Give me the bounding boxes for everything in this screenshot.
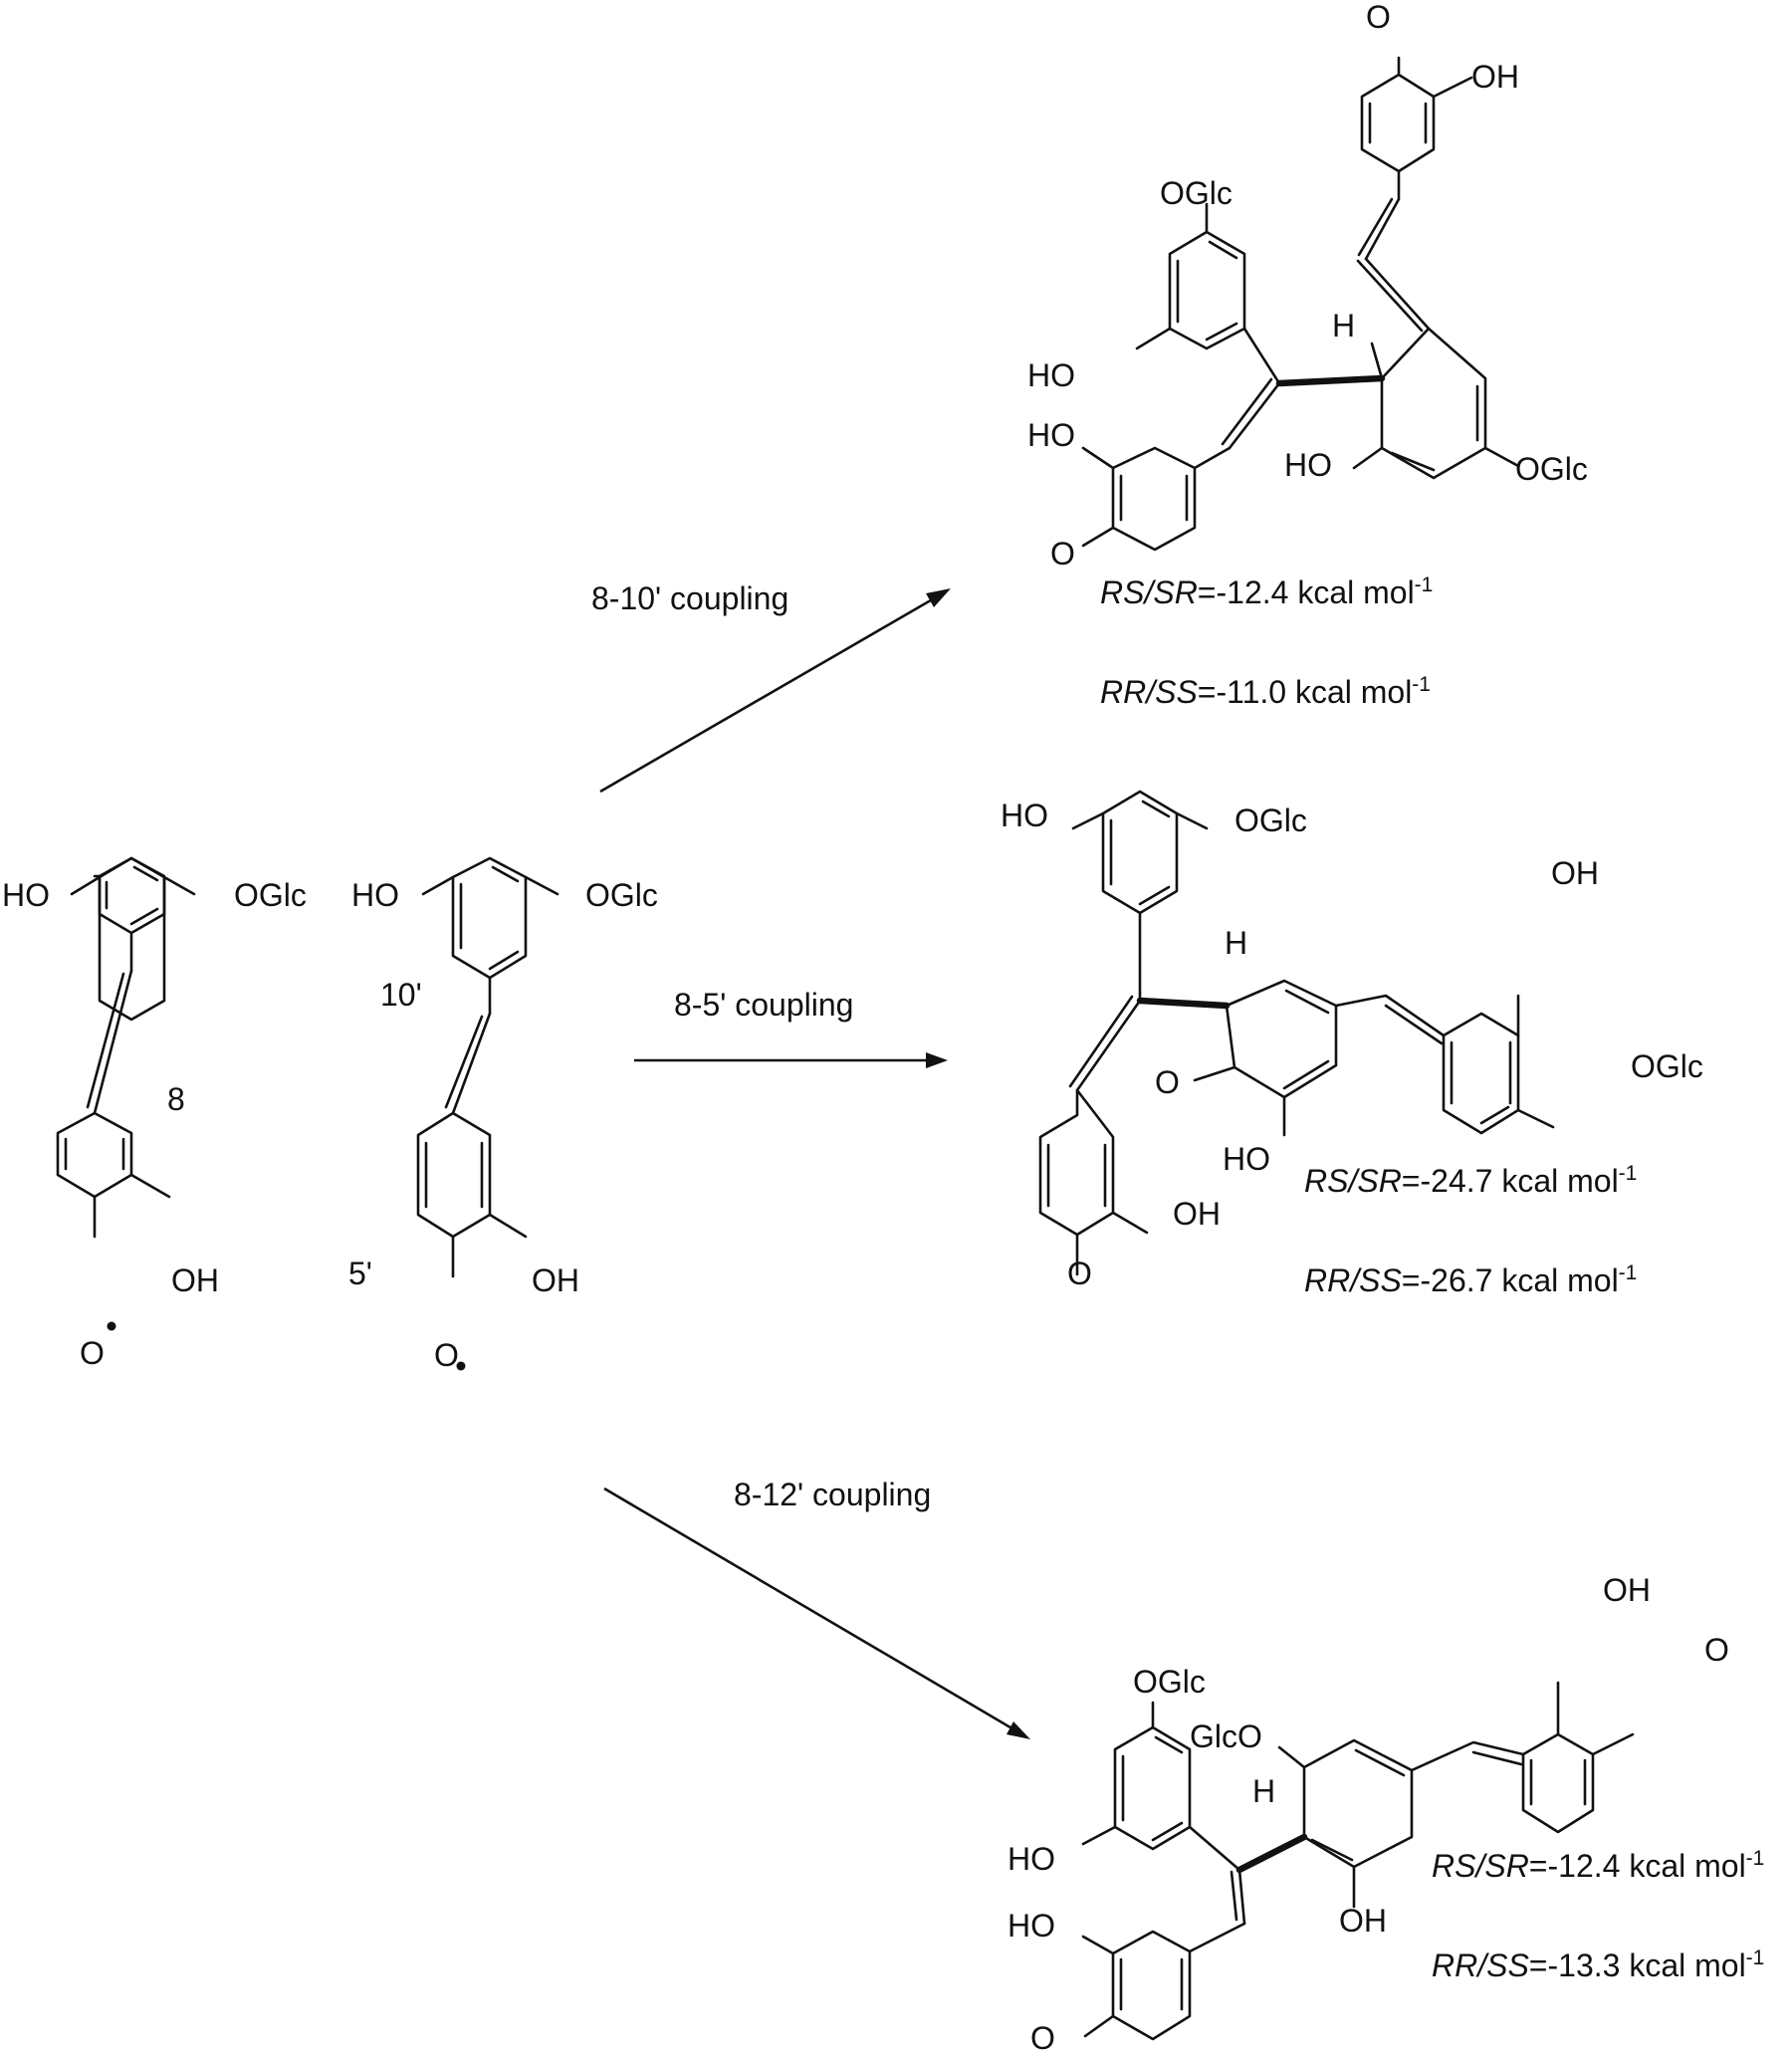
energy-rr-ss: RR/SS=-11.0 kcal mol-1 bbox=[1100, 673, 1431, 710]
reactant-radical-b: HO OGlc 10' 5' OH O bbox=[348, 856, 658, 1373]
energy-rs-sr: RS/SR=-24.7 kcal mol-1 bbox=[1304, 1162, 1637, 1199]
oxo-label: O bbox=[1067, 1256, 1092, 1291]
hydrogen-label: H bbox=[1332, 308, 1355, 343]
oh-label: OH bbox=[1339, 1903, 1387, 1939]
position-5-prime-label: 5' bbox=[348, 1256, 372, 1291]
energy-rs-sr: RS/SR=-12.4 kcal mol-1 bbox=[1432, 1847, 1764, 1884]
arrow-8-12-coupling bbox=[603, 1487, 1030, 1739]
energy-rr-ss: RR/SS=-26.7 kcal mol-1 bbox=[1304, 1261, 1637, 1298]
ho-label: HO bbox=[1027, 417, 1075, 453]
radical-oxygen-label: O bbox=[434, 1337, 459, 1373]
oxo-label: O bbox=[1050, 536, 1075, 572]
energy-rr-ss: RR/SS=-13.3 kcal mol-1 bbox=[1432, 1946, 1764, 1983]
ho-label: HO bbox=[1027, 357, 1075, 393]
oxo-label: O bbox=[1030, 2020, 1055, 2054]
oxo-label: O bbox=[1704, 1632, 1729, 1668]
oh-label: OH bbox=[532, 1262, 579, 1298]
oh-label: OH bbox=[1173, 1196, 1221, 1232]
ho-label: HO bbox=[1001, 798, 1048, 833]
energy-block-8-10: RS/SR=-12.4 kcal mol-1 RR/SS=-11.0 kcal … bbox=[1100, 573, 1433, 710]
coupling-label-8-12: 8-12' coupling bbox=[734, 1477, 931, 1512]
reactant-radical-a: HO OGlc 8 OH O bbox=[2, 856, 307, 1371]
position-8-label: 8 bbox=[167, 1081, 185, 1117]
ho-label: HO bbox=[1008, 1908, 1055, 1944]
radical-oxygen-label: O bbox=[80, 1335, 105, 1371]
oglc-label: OGlc bbox=[1160, 175, 1232, 211]
coupling-label-8-10: 8-10' coupling bbox=[591, 580, 788, 616]
oglc-label: OGlc bbox=[1234, 802, 1307, 838]
oh-label: OH bbox=[1471, 59, 1519, 95]
hydrogen-label: H bbox=[1225, 925, 1247, 961]
oh-label: OH bbox=[171, 1262, 219, 1298]
hydrogen-label: H bbox=[1252, 1773, 1275, 1809]
energy-block-8-12: RS/SR=-12.4 kcal mol-1 RR/SS=-13.3 kcal … bbox=[1432, 1847, 1764, 1983]
oh-label: OH bbox=[1551, 855, 1599, 891]
product-8-12-coupling: OGlc GlcO H OH O HO OH HO O bbox=[1008, 1572, 1729, 2056]
position-10-prime-label: 10' bbox=[380, 977, 422, 1013]
product-8-5-coupling: HO OGlc H OH O HO OGlc OH O bbox=[1001, 790, 1703, 1291]
oglc-label: OGlc bbox=[1515, 451, 1588, 487]
oxo-label: O bbox=[1155, 1064, 1180, 1100]
product-8-10-coupling: O OH OGlc H HO HO HO OGlc O bbox=[1027, 0, 1588, 572]
ho-label: HO bbox=[1284, 447, 1332, 483]
oglc-label: OGlc bbox=[585, 877, 658, 913]
ho-label: HO bbox=[1223, 1141, 1270, 1177]
arrow-8-10-coupling bbox=[599, 588, 951, 794]
glco-label: GlcO bbox=[1190, 1718, 1262, 1754]
ho-label: HO bbox=[1008, 1841, 1055, 1877]
radical-dot bbox=[456, 1361, 466, 1371]
ho-label: HO bbox=[2, 877, 50, 913]
oxo-label: O bbox=[1366, 0, 1391, 35]
oglc-label: OGlc bbox=[234, 877, 307, 913]
oglc-label: OGlc bbox=[1133, 1664, 1206, 1700]
oglc-label: OGlc bbox=[1631, 1048, 1703, 1084]
energy-block-8-5: RS/SR=-24.7 kcal mol-1 RR/SS=-26.7 kcal … bbox=[1304, 1162, 1637, 1298]
coupling-label-8-5: 8-5' coupling bbox=[674, 987, 853, 1023]
oh-label: OH bbox=[1603, 1572, 1651, 1608]
ho-label: HO bbox=[351, 877, 399, 913]
arrow-8-5-coupling bbox=[634, 1052, 948, 1068]
energy-rs-sr: RS/SR=-12.4 kcal mol-1 bbox=[1100, 573, 1433, 610]
radical-dot bbox=[107, 1321, 116, 1331]
